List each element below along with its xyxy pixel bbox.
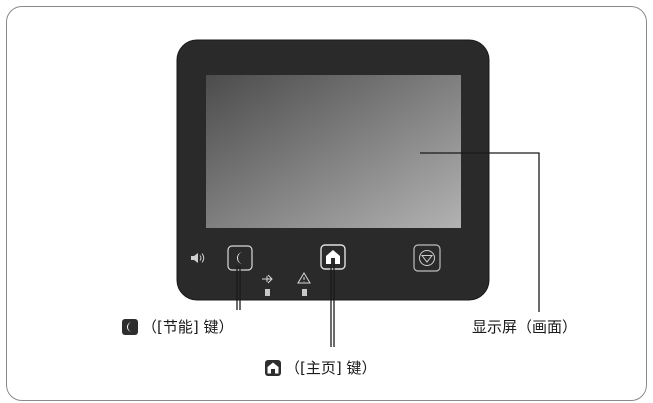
data-lamp — [265, 289, 270, 296]
data-arrow-icon — [262, 274, 273, 284]
callout-line-home — [330, 264, 335, 347]
stop-icon — [419, 250, 435, 266]
callout-line-display — [420, 152, 540, 312]
home-key[interactable] — [320, 244, 346, 270]
energy-saver-key-label: （[节能] 键） — [122, 318, 233, 336]
display-label: 显示屏（画面） — [472, 318, 577, 336]
stop-key[interactable] — [413, 244, 441, 272]
home-icon — [326, 250, 340, 264]
display-text: 显示屏（画面） — [472, 318, 578, 336]
display-screen[interactable] — [206, 75, 461, 228]
home-chip-icon — [265, 359, 281, 376]
error-lamp — [302, 289, 307, 296]
energy-saver-key-text: （[节能] 键） — [142, 318, 234, 336]
speaker-icon — [191, 253, 205, 263]
sleep-moon-icon — [237, 252, 243, 264]
home-key-label: （[主页] 键） — [265, 359, 376, 377]
home-key-text: （[主页] 键） — [285, 359, 377, 377]
callout-line-energy-saver — [236, 266, 241, 310]
warning-triangle-icon — [297, 272, 311, 284]
sleep-moon-chip-icon — [122, 318, 138, 335]
